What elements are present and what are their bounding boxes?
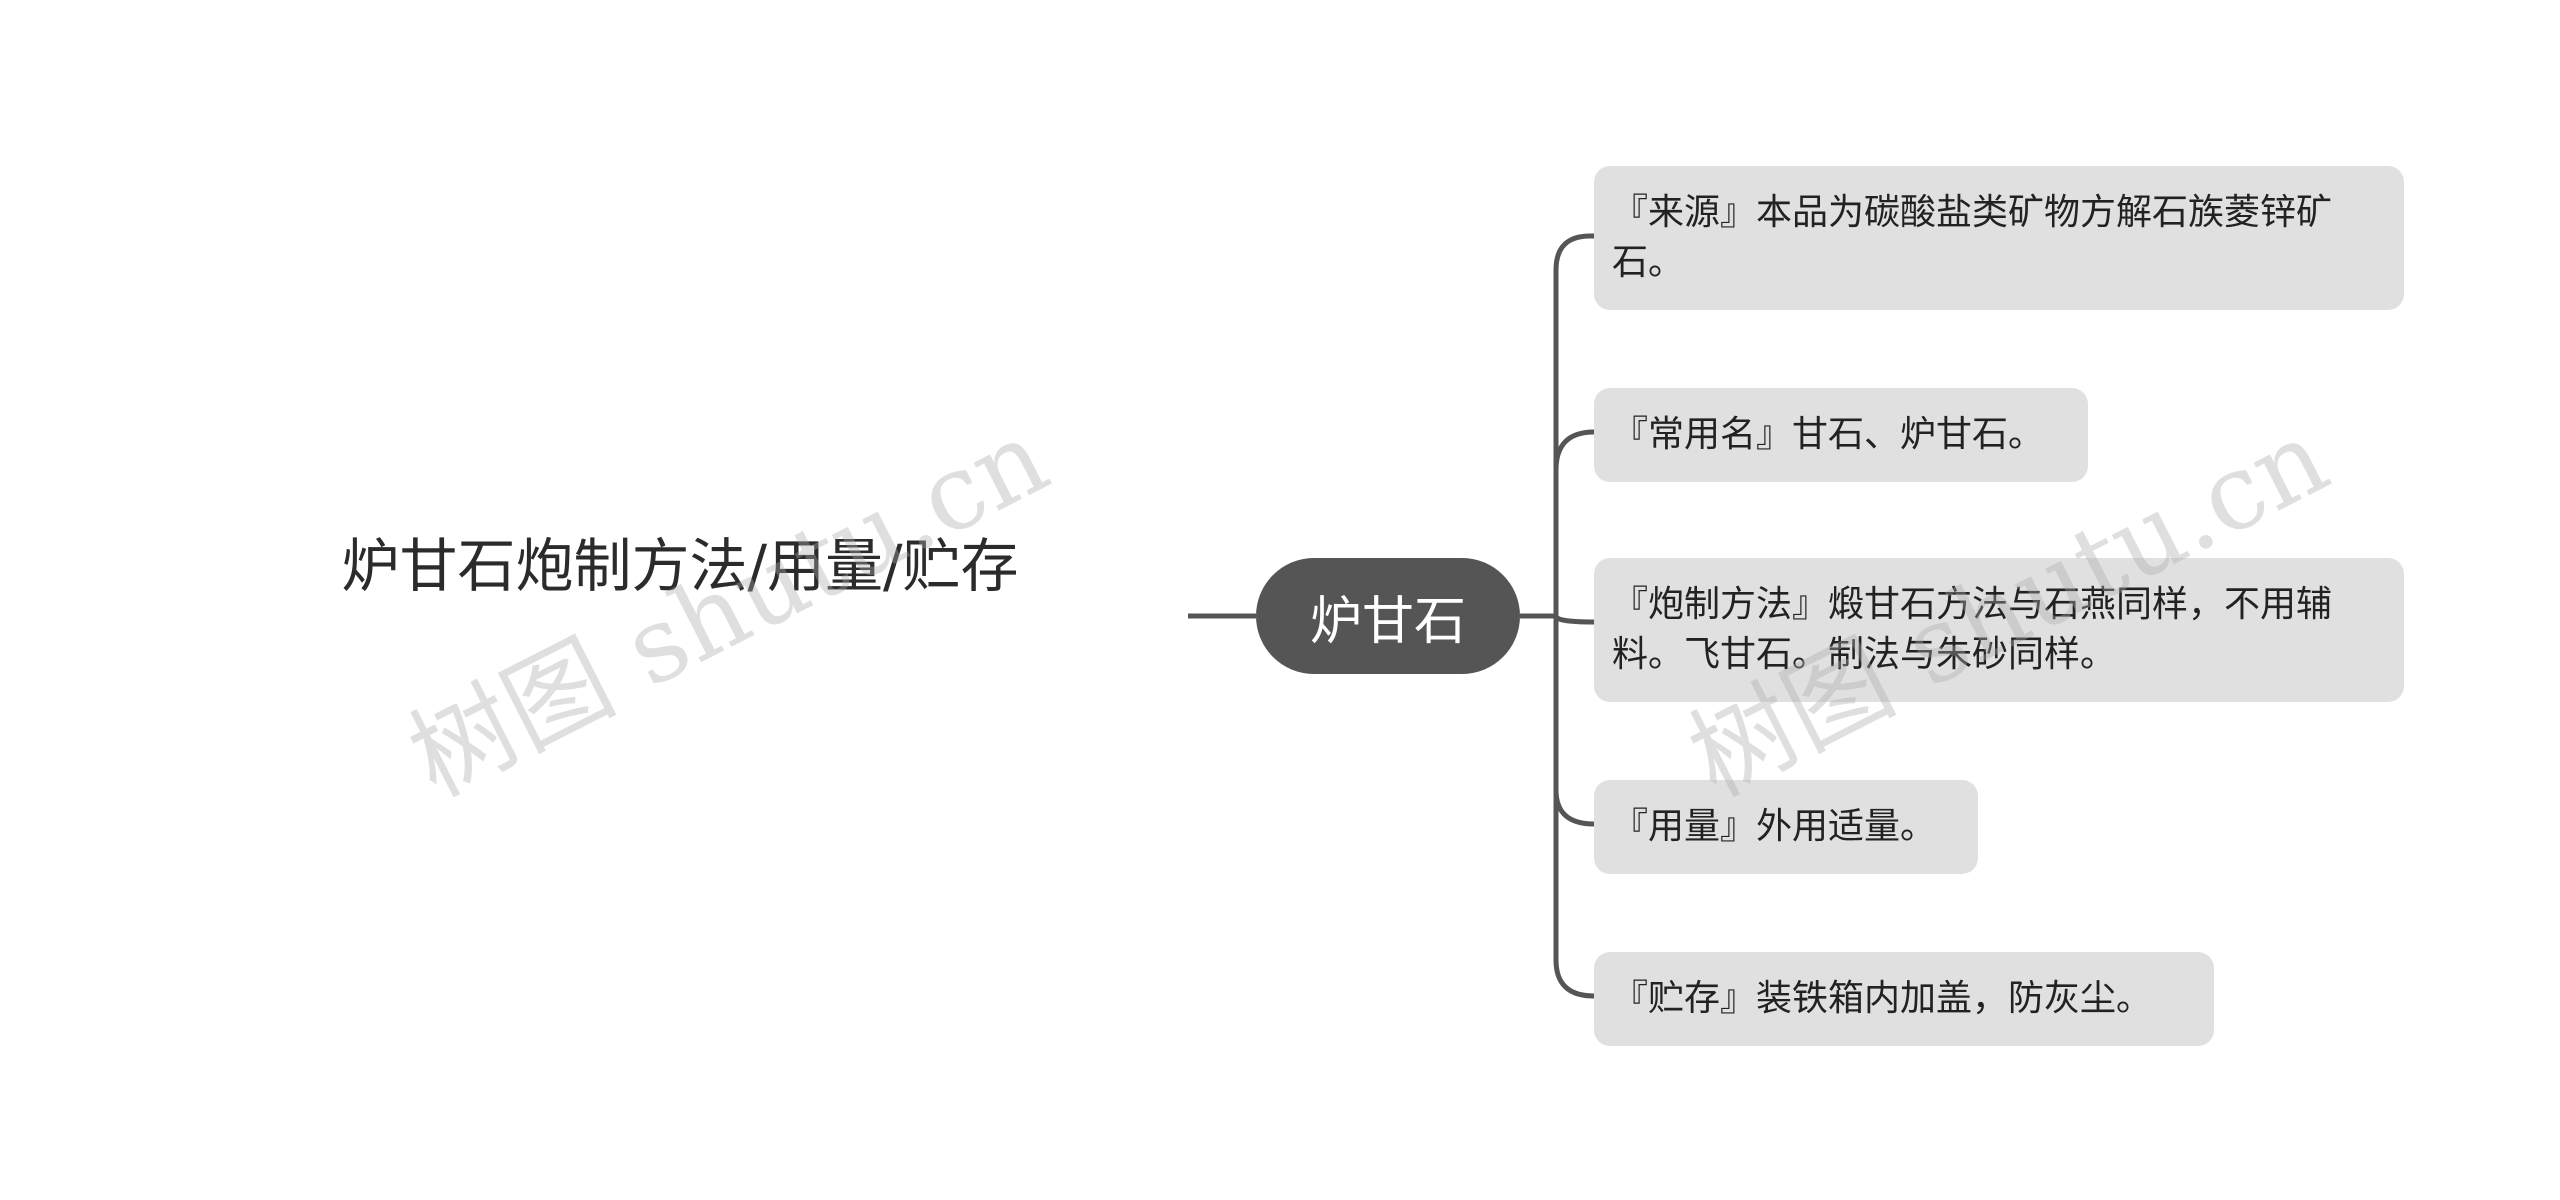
branch-text: 『用量』外用适量。 <box>1612 806 1937 847</box>
branch-node-storage[interactable]: 『贮存』装铁箱内加盖，防灰尘。 <box>1594 952 2214 1046</box>
branch-node-processing[interactable]: 『炮制方法』煅甘石方法与石燕同样，不用辅料。飞甘石。制法与朱砂同样。 <box>1594 558 2404 702</box>
branch-node-common-names[interactable]: 『常用名』甘石、炉甘石。 <box>1594 388 2088 482</box>
root-node[interactable]: 炉甘石 <box>1256 558 1520 674</box>
branch-connector-4 <box>1553 616 1595 827</box>
branch-connector-2 <box>1553 429 1595 471</box>
branch-connector-3 <box>1553 615 1595 625</box>
branch-text: 『常用名』甘石、炉甘石。 <box>1612 414 2045 455</box>
branch-text: 『贮存』装铁箱内加盖，防灰尘。 <box>1612 978 2153 1019</box>
branch-connector-1 <box>1553 233 1594 616</box>
branch-text: 『来源』本品为碳酸盐类矿物方解石族菱锌矿石。 <box>1612 192 2333 283</box>
branch-node-dosage[interactable]: 『用量』外用适量。 <box>1594 780 1978 874</box>
branch-connector-5 <box>1553 790 1595 999</box>
map-title: 炉甘石炮制方法/用量/贮存 <box>341 532 1019 600</box>
branch-node-source[interactable]: 『来源』本品为碳酸盐类矿物方解石族菱锌矿石。 <box>1594 166 2404 310</box>
root-node-label: 炉甘石 <box>1309 591 1466 652</box>
branch-text: 『炮制方法』煅甘石方法与石燕同样，不用辅料。飞甘石。制法与朱砂同样。 <box>1612 584 2333 675</box>
